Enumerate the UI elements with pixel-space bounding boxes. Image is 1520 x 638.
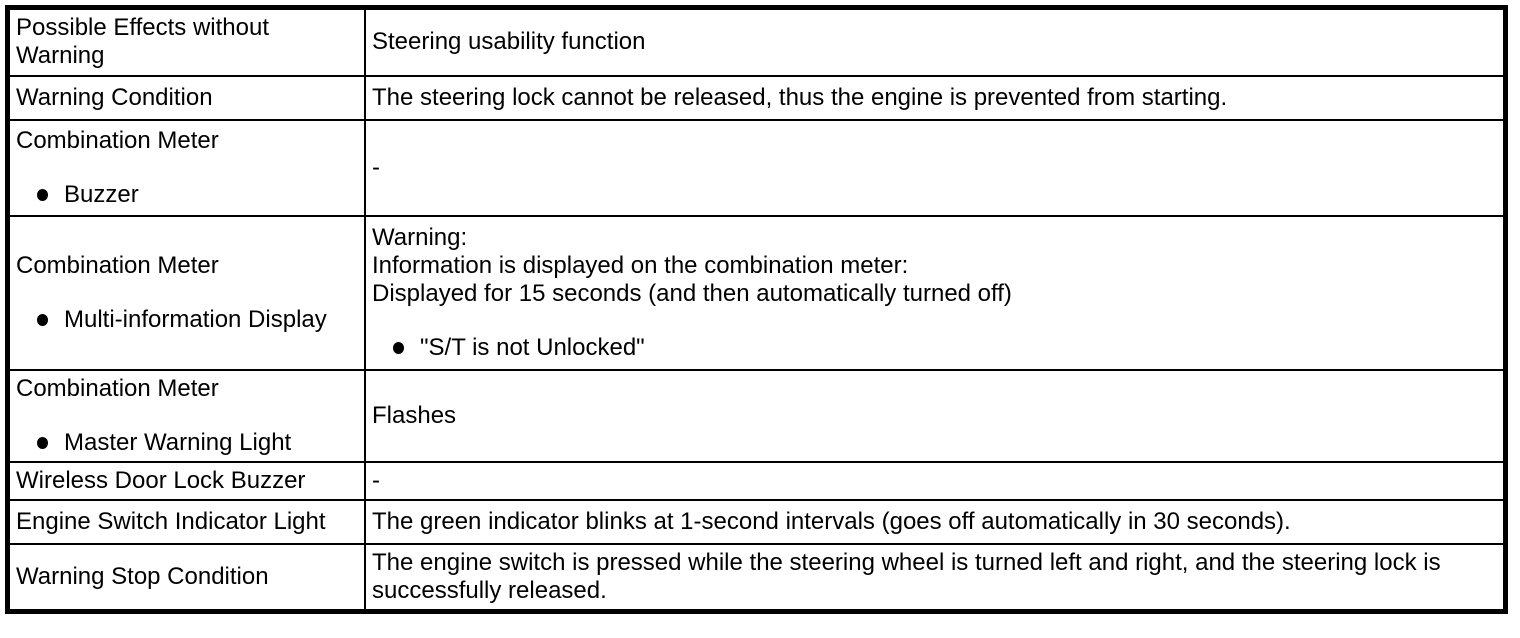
table-row: Engine Switch Indicator Light The green i… [6, 498, 1507, 545]
bullet-item: Buzzer [16, 181, 356, 209]
row-label-cell: Engine Switch Indicator Light [6, 498, 366, 545]
text-line: Steering usability function [372, 28, 646, 56]
text-line: Warning: [372, 223, 468, 251]
row-value-cell: The steering lock cannot be released, th… [364, 74, 1507, 121]
bullet-text: Buzzer [64, 180, 139, 208]
text-line: Engine Switch Indicator Light [16, 507, 326, 535]
table-body: Possible Effects without Warning Steering… [6, 6, 1507, 613]
bullet-text: Master Warning Light [64, 428, 292, 456]
text-line: The green indicator blinks at 1-second i… [372, 507, 1291, 535]
row-label-cell: Warning Condition [6, 74, 366, 121]
text-line: The steering lock cannot be released, th… [372, 83, 1228, 111]
text-line: Displayed for 15 seconds (and then autom… [372, 279, 1012, 307]
text-line: Information is displayed on the combinat… [372, 251, 909, 279]
bullet-icon [393, 341, 404, 354]
row-value-cell: - [364, 460, 1507, 501]
row-value-cell: The engine switch is pressed while the s… [364, 542, 1507, 613]
text-line: - [372, 153, 380, 181]
text-line: Possible Effects without Warning [16, 14, 270, 70]
text-line: Wireless Door Lock Buzzer [16, 466, 306, 494]
bullet-item: "S/T is not Unlocked" [372, 334, 1495, 362]
row-value-cell: The green indicator blinks at 1-second i… [364, 498, 1507, 545]
row-label-cell: Possible Effects without Warning [6, 6, 366, 77]
warning-spec-table: Possible Effects without Warning Steering… [5, 5, 1508, 614]
text-line: Warning Stop Condition [16, 562, 269, 590]
table-row: Warning Stop Condition The engine switch … [6, 542, 1507, 613]
text-line: Flashes [372, 401, 457, 429]
bullet-icon [37, 436, 48, 449]
bullet-text: Multi-information Display [64, 305, 327, 333]
row-value-cell: Warning:Information is displayed on the … [364, 214, 1507, 371]
bullet-item: Multi-information Display [16, 306, 356, 334]
text-line: Combination Meter [16, 374, 219, 402]
bullet-icon [37, 188, 48, 201]
row-label-cell: Wireless Door Lock Buzzer [6, 460, 366, 501]
row-value-cell: Steering usability function [364, 6, 1507, 77]
text-line: - [372, 466, 380, 494]
table-row: Warning Condition The steering lock canno… [6, 74, 1507, 121]
table-row: Wireless Door Lock Buzzer - [6, 460, 1507, 501]
text-line: Warning Condition [16, 83, 213, 111]
row-value-cell: - [364, 118, 1507, 217]
bullet-icon [37, 313, 48, 326]
text-line: Combination Meter [16, 251, 219, 279]
row-label-cell: Warning Stop Condition [6, 542, 366, 613]
bullet-item: Master Warning Light [16, 429, 356, 457]
table-row: Possible Effects without Warning Steering… [6, 6, 1507, 77]
text-line: Combination Meter [16, 126, 219, 154]
bullet-text: "S/T is not Unlocked" [420, 333, 645, 361]
text-line: The engine switch is pressed while the s… [372, 548, 1441, 604]
row-value-cell: Flashes [364, 368, 1507, 463]
